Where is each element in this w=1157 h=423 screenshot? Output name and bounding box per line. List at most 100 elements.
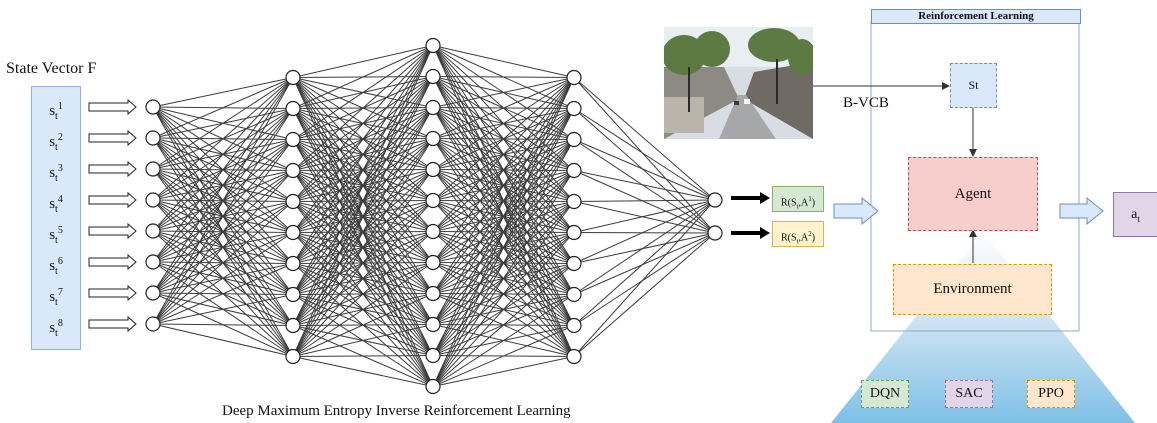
- network-edge: [432, 356, 575, 387]
- network-edge: [152, 77, 294, 201]
- network-edge: [432, 77, 575, 356]
- network-edge: [152, 170, 294, 325]
- network-edge: [432, 108, 575, 387]
- network-edge: [432, 45, 575, 78]
- network-node: [425, 223, 441, 240]
- network-edge: [573, 108, 716, 234]
- network-edge: [432, 232, 575, 387]
- network-node: [145, 285, 161, 301]
- flow-arrow-to-action: [1059, 196, 1104, 226]
- network-edge: [152, 77, 294, 325]
- state-item-base: s: [49, 258, 56, 274]
- network-node: [425, 316, 441, 333]
- input-arrow: [88, 315, 137, 333]
- network-node: [145, 130, 161, 146]
- state-item-sub: t: [55, 266, 58, 277]
- network-edge: [573, 199, 716, 357]
- network-node: [566, 286, 582, 303]
- network-edge: [292, 107, 434, 357]
- network-node: [566, 69, 582, 86]
- network-edge: [292, 138, 434, 357]
- network-edge: [432, 77, 575, 263]
- state-item: st7: [32, 287, 80, 308]
- network-node: [285, 224, 301, 241]
- network-edge: [292, 45, 434, 140]
- state-item-sub: t: [55, 235, 58, 246]
- network-node: [145, 99, 161, 115]
- state-item-sub: t: [55, 111, 58, 122]
- agent-label: Agent: [954, 186, 992, 202]
- network-edge: [292, 324, 434, 357]
- input-arrow: [88, 129, 137, 147]
- reward-prefix: R(S: [780, 232, 797, 244]
- state-node: St: [950, 63, 997, 108]
- reward-suffix: ): [811, 197, 816, 209]
- network-node: [285, 317, 301, 334]
- network-node: [566, 317, 582, 334]
- network-node: [707, 192, 723, 208]
- network-edge: [152, 77, 294, 294]
- network-edge: [152, 294, 294, 325]
- network-edge: [152, 263, 294, 325]
- network-node: [566, 162, 582, 179]
- network-edge: [292, 45, 434, 326]
- state-item: st3: [32, 163, 80, 184]
- network-edge: [432, 76, 575, 78]
- network-node: [566, 100, 582, 117]
- state-item-base: s: [49, 196, 56, 212]
- network-edge: [152, 77, 294, 170]
- network-edge: [573, 232, 716, 357]
- network-edge: [573, 139, 716, 201]
- state-item: st6: [32, 256, 80, 277]
- network-node: [285, 69, 301, 86]
- algorithm-label: SAC: [955, 386, 983, 401]
- network-node: [566, 255, 582, 272]
- network-node: [285, 100, 301, 117]
- algorithm-label: DQN: [869, 386, 901, 401]
- network-edge: [573, 199, 716, 233]
- bvcb-label: B-VCB: [843, 95, 889, 111]
- network-edge: [573, 170, 716, 201]
- state-item-sup: 3: [57, 163, 63, 174]
- network-edge: [292, 45, 434, 171]
- network-node: [425, 378, 441, 395]
- network-edge: [573, 139, 716, 234]
- input-arrows: [88, 98, 137, 333]
- network-edge: [292, 200, 434, 357]
- state-item: st5: [32, 225, 80, 246]
- network-node: [425, 37, 441, 54]
- network-node: [285, 255, 301, 272]
- network-edge: [152, 108, 294, 325]
- network-edge: [573, 232, 716, 326]
- agent-box: Agent: [908, 157, 1038, 231]
- network-nodes: [145, 37, 723, 395]
- reward-box-a2: R(St,A2): [772, 221, 824, 247]
- state-item-sup: 2: [57, 132, 63, 143]
- network-node: [425, 161, 441, 178]
- input-arrow: [88, 284, 137, 302]
- algorithm-ppo: PPO: [1027, 380, 1075, 408]
- reward-suffix: ): [811, 232, 816, 244]
- action-sub: t: [1137, 213, 1140, 224]
- network-node: [145, 254, 161, 270]
- network-edge: [573, 199, 716, 202]
- network-edge: [432, 77, 575, 201]
- network-edge: [152, 77, 294, 263]
- network-edge: [292, 169, 434, 357]
- network-node: [145, 161, 161, 177]
- network-edge: [152, 77, 294, 139]
- input-arrow: [88, 191, 137, 209]
- network-edge: [573, 199, 716, 326]
- network-edge: [573, 199, 716, 264]
- network-edge: [292, 45, 434, 357]
- network-node: [425, 254, 441, 271]
- environment-box: Environment: [893, 264, 1052, 315]
- network-edge: [152, 77, 294, 232]
- network-edge: [292, 356, 434, 387]
- network-edge: [292, 231, 434, 357]
- flow-arrow-to-rl: [833, 196, 879, 226]
- network-edge: [152, 77, 294, 108]
- state-item-sub: t: [55, 204, 58, 215]
- action-output-box: at: [1113, 192, 1157, 237]
